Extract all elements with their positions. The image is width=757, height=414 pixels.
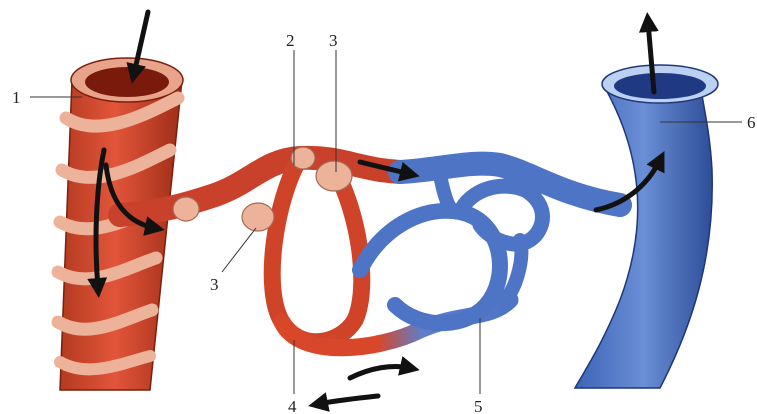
label-3-top: 3 <box>329 31 338 50</box>
vein-vessel <box>575 65 718 388</box>
arrow-exchange-right <box>350 366 410 378</box>
label-5: 5 <box>474 397 483 414</box>
capillary-network <box>272 158 542 348</box>
label-6: 6 <box>747 113 756 132</box>
label-2: 2 <box>286 31 295 50</box>
label-3-left: 3 <box>210 275 219 294</box>
label-4: 4 <box>288 397 297 414</box>
arrow-exchange-left <box>318 396 378 404</box>
label-1: 1 <box>12 88 21 107</box>
